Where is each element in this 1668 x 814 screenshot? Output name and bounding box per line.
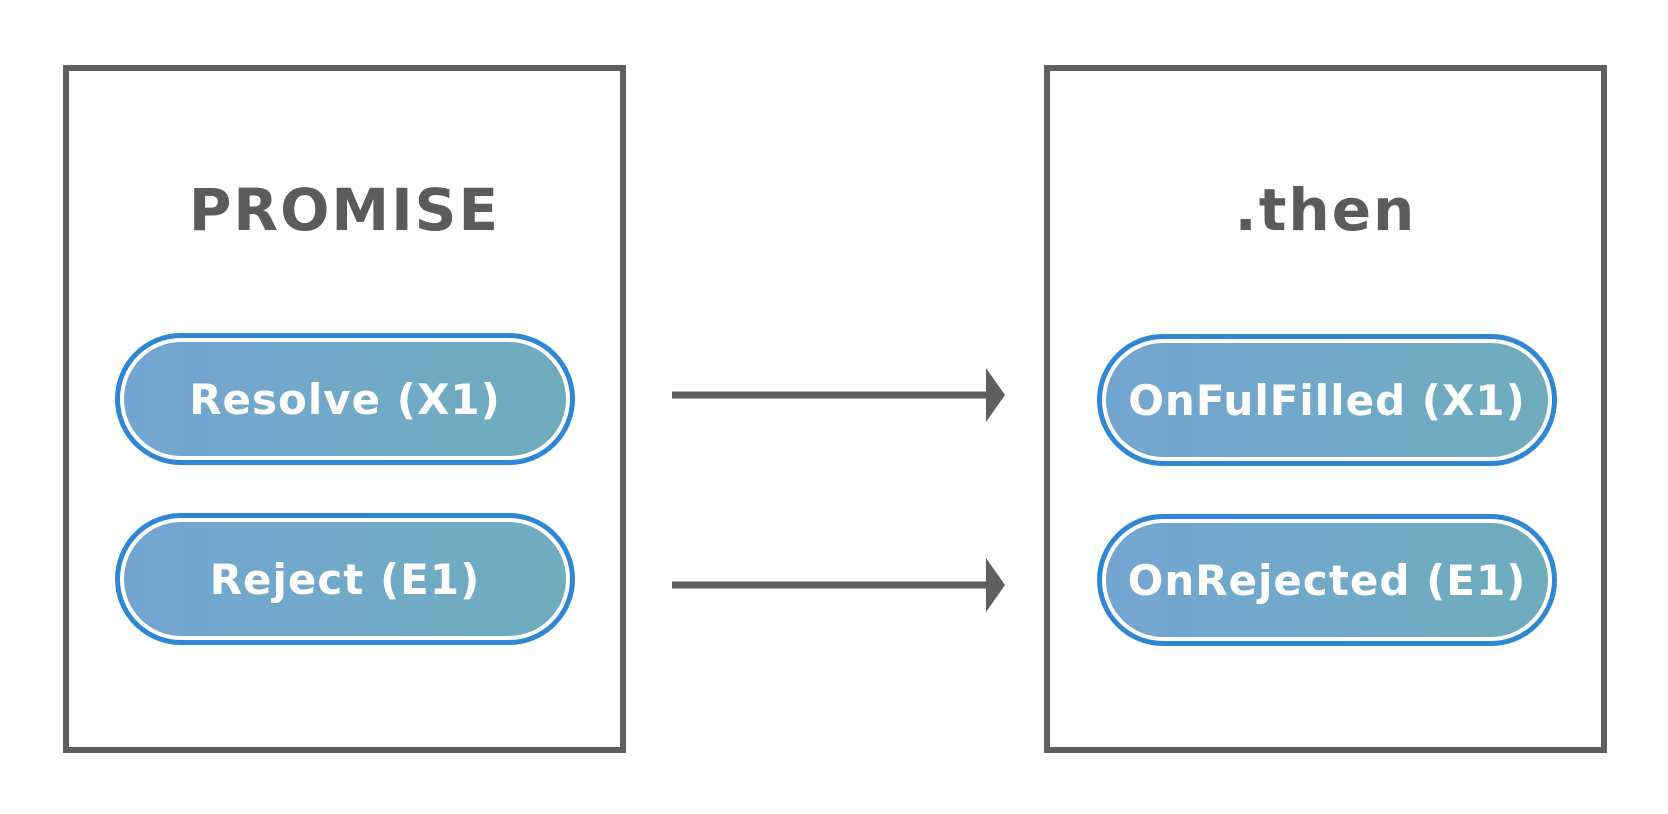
onfulfilled-label: OnFulFilled (X1) — [1106, 343, 1548, 457]
then-title: .then — [1234, 176, 1417, 244]
promise-title: PROMISE — [188, 176, 501, 244]
reject-label: Reject (E1) — [124, 522, 566, 636]
resolve-node: Resolve (X1) — [115, 333, 575, 465]
arrow-reject-to-onrejected — [672, 558, 1005, 612]
resolve-label: Resolve (X1) — [124, 342, 566, 456]
then-box: .then OnFulFilled (X1) OnRejected (E1) — [1044, 65, 1607, 753]
arrow-resolve-to-onfulfilled — [672, 368, 1005, 422]
promise-box: PROMISE Resolve (X1) Reject (E1) — [63, 65, 626, 753]
onfulfilled-node: OnFulFilled (X1) — [1097, 334, 1557, 466]
onrejected-node: OnRejected (E1) — [1097, 514, 1557, 646]
onrejected-label: OnRejected (E1) — [1106, 523, 1548, 637]
reject-node: Reject (E1) — [115, 513, 575, 645]
